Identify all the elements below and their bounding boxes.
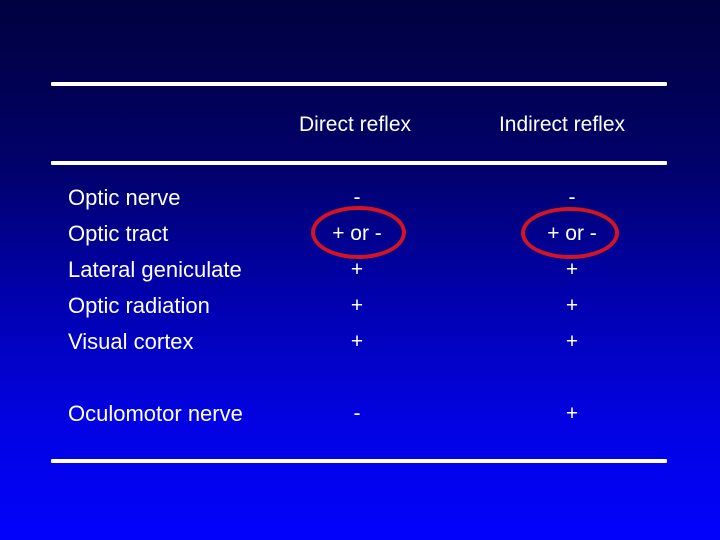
column-header-indirect-reflex: Indirect reflex	[498, 113, 626, 136]
red-circle-annotation-direct	[311, 206, 406, 259]
row-label: Optic radiation	[68, 293, 210, 318]
table-row-lateral-geniculate: Lateral geniculate + +	[51, 252, 667, 288]
indirect-value: +	[565, 402, 579, 425]
divider-top	[51, 82, 667, 86]
row-label: Optic tract	[68, 221, 169, 246]
table-row-optic-radiation: Optic radiation + +	[51, 288, 667, 324]
red-circle-annotation-indirect	[521, 207, 619, 259]
direct-value: +	[350, 330, 364, 353]
indirect-value: +	[565, 294, 579, 317]
direct-value: -	[353, 402, 361, 425]
direct-value: +	[350, 294, 364, 317]
direct-value: -	[353, 186, 361, 209]
direct-value: +	[350, 258, 364, 281]
row-label: Visual cortex	[68, 329, 194, 354]
table-row-oculomotor-nerve: Oculomotor nerve - +	[51, 396, 667, 432]
indirect-value: +	[565, 258, 579, 281]
indirect-value: +	[565, 330, 579, 353]
divider-bottom	[51, 459, 667, 463]
indirect-value: -	[568, 186, 576, 209]
row-label: Optic nerve	[68, 185, 181, 210]
column-header-direct-reflex: Direct reflex	[298, 113, 412, 136]
row-label: Oculomotor nerve	[68, 401, 243, 426]
table-row-optic-nerve: Optic nerve - -	[51, 180, 667, 216]
row-label: Lateral geniculate	[68, 257, 242, 282]
table-row-visual-cortex: Visual cortex + +	[51, 324, 667, 360]
divider-header	[51, 161, 667, 165]
